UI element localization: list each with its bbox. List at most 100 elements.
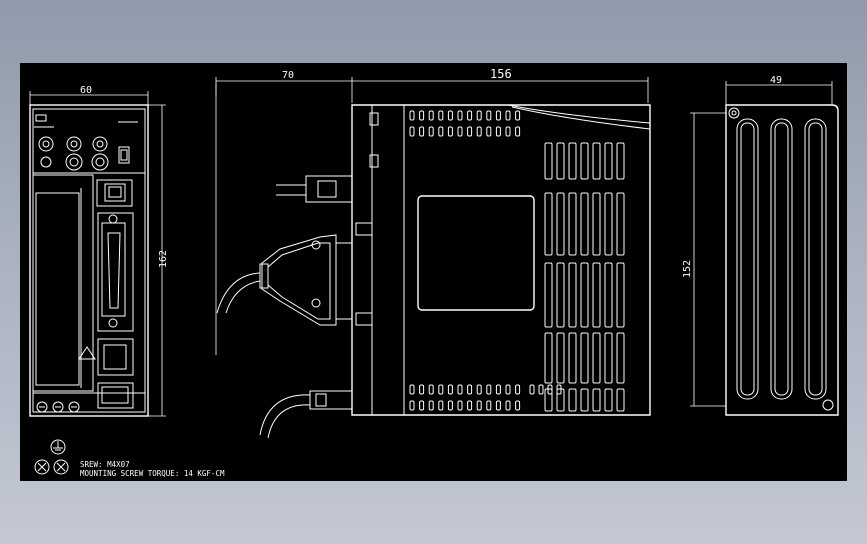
grille-slot [556,262,565,328]
grille-slot [568,332,577,384]
vent-slot [495,126,501,137]
dim-front-height: 162 [158,250,169,268]
grille-slot [592,192,601,256]
dim-rear-height: 152 [682,260,693,278]
vent-slot [409,400,415,411]
grille-slot [580,262,589,328]
vent-slot [495,110,501,121]
vent-slot [505,384,511,395]
note-torque: MOUNTING SCREW TORQUE: 14 KGF-CM [80,469,225,478]
dim-rear-width: 49 [770,75,782,86]
vent-slot [447,126,453,137]
grille-slot [556,192,565,256]
vent-slot [457,400,463,411]
grille-slot [568,388,577,412]
grille-slot [580,142,589,180]
vent-slot [486,400,492,411]
vent-slot [438,126,444,137]
rear-heatsink-fins [736,118,827,400]
side-dsub-connector [216,234,353,326]
side-grille [544,142,625,412]
vent-slot [447,384,453,395]
rear-mount-hole-bottom [822,399,834,411]
grille-slot [556,142,565,180]
vent-slot [486,126,492,137]
vent-slot [486,384,492,395]
vent-slot [409,384,415,395]
grille-slot [568,192,577,256]
vent-slot [505,126,511,137]
grille-slot [580,388,589,412]
vent-slot [515,400,521,411]
warning-triangle-icon [78,346,96,360]
dim-side-connector: 70 [282,70,294,81]
grille-slot [604,262,613,328]
front-control-knobs [38,136,130,171]
rear-mount-hole-top [728,107,740,119]
grille-slot [592,332,601,384]
grille-slot [544,332,553,384]
vent-slot [476,384,482,395]
vent-slot [495,400,501,411]
side-bottom-plug [259,390,353,439]
vent-slot [419,126,425,137]
grille-slot [568,142,577,180]
vent-slot [457,126,463,137]
front-bottom-terminals [36,401,80,413]
grille-slot [604,388,613,412]
side-label-window [417,195,535,311]
vent-slot [457,384,463,395]
dim-side-body: 156 [490,67,512,81]
grille-slot [616,142,625,180]
grille-slot [580,332,589,384]
rear-view: 49 152 [682,75,839,416]
screw-head-icon [34,459,69,475]
grille-slot [604,142,613,180]
vent-slot [419,384,425,395]
note-screw: SREW: M4X07 [80,460,130,469]
vent-slot [447,110,453,121]
vent-slot [419,110,425,121]
vent-slot [486,110,492,121]
vent-slot [457,110,463,121]
drawing-canvas: 60 162 [29,67,839,478]
grille-slot [568,262,577,328]
grille-slot [556,332,565,384]
vent-slot [476,400,482,411]
grille-slot [544,142,553,180]
cad-viewport[interactable]: 60 162 [20,63,847,481]
vent-slot [438,110,444,121]
vent-slot [447,400,453,411]
vent-slot [476,110,482,121]
vent-slot [428,126,434,137]
dim-front-width: 60 [80,85,92,96]
vent-slot [538,384,544,395]
vent-slot [428,400,434,411]
vent-slot [419,400,425,411]
front-view: 60 162 [29,85,225,478]
vent-slot [505,110,511,121]
front-connectors [78,179,134,409]
vent-slot [409,126,415,137]
vent-slot [428,384,434,395]
grille-slot [616,262,625,328]
grille-slot [616,388,625,412]
vent-slot [467,384,473,395]
grille-slot [604,192,613,256]
vent-slot [515,126,521,137]
grille-slot [544,262,553,328]
vent-slot [476,126,482,137]
side-vents-bottom [409,384,562,411]
grille-slot [544,388,553,412]
grille-slot [604,332,613,384]
side-view: 70 156 [215,67,651,439]
side-vents-top [409,110,521,137]
grille-slot [580,192,589,256]
grille-slot [556,388,565,412]
vent-slot [438,400,444,411]
vent-slot [515,110,521,121]
grille-slot [592,262,601,328]
grille-slot [544,192,553,256]
front-cover-panel [32,174,94,392]
grille-slot [616,332,625,384]
